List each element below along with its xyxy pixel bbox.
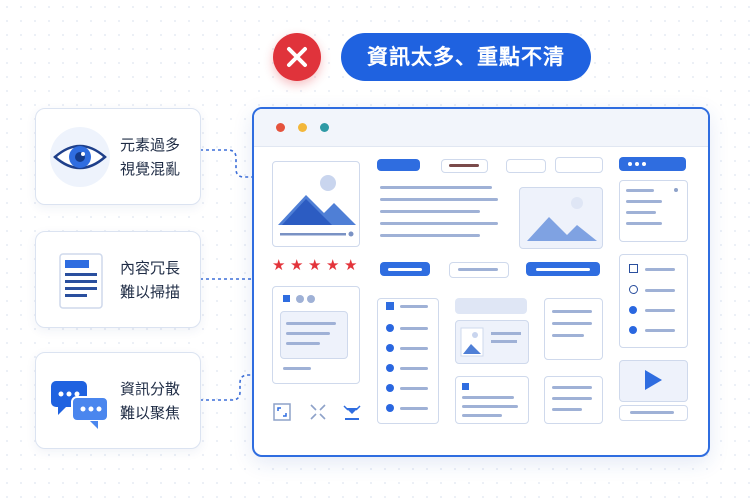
- button-label-line: [458, 268, 498, 271]
- text-line: [380, 186, 492, 189]
- outline-pill: [506, 159, 546, 173]
- close-icon: [287, 47, 307, 67]
- text-line: [630, 411, 674, 414]
- expand-icon: [273, 403, 291, 421]
- primary-pill: [377, 159, 420, 171]
- text-line: [552, 408, 582, 411]
- list-bullet-icon: [386, 344, 394, 352]
- text-line: [552, 322, 592, 325]
- section-header: [455, 298, 527, 314]
- play-icon: [645, 370, 662, 390]
- list-bullet-icon: [386, 364, 394, 372]
- feature-card-scattered: 資訊分散 難以聚焦: [35, 352, 201, 449]
- feature-label-line2: 難以聚焦: [120, 404, 181, 422]
- list-panel: [377, 298, 439, 424]
- radio-selected-icon: [629, 306, 637, 314]
- feature-label-line2: 視覺混亂: [120, 160, 181, 178]
- feature-label-line2: 難以掃描: [120, 283, 181, 301]
- dot-icon: [674, 188, 678, 192]
- window-titlebar: [254, 109, 708, 147]
- image-card: [272, 161, 360, 247]
- button-label-line: [536, 268, 590, 271]
- text-line: [552, 310, 592, 313]
- feature-card-clutter: 元素過多 視覺混亂: [35, 108, 201, 205]
- text-line: [645, 329, 675, 332]
- minimize-dot-icon: [298, 123, 307, 132]
- menu-bar: [619, 157, 686, 171]
- text-line: [552, 386, 592, 389]
- image-placeholder-icon: [278, 175, 356, 237]
- text-line: [400, 407, 428, 410]
- text-line: [400, 347, 428, 350]
- radio-selected-icon: [629, 326, 637, 334]
- text-line: [626, 200, 662, 203]
- page-title: 資訊太多、重點不清: [341, 33, 591, 81]
- text-line: [449, 164, 479, 167]
- star-icon: ★: [290, 256, 304, 274]
- text-line: [380, 222, 498, 225]
- square-bullet-icon: [386, 302, 394, 310]
- square-bullet-icon: [283, 295, 290, 302]
- star-icon: ★: [272, 256, 286, 274]
- feature-label-line1: 資訊分散: [120, 380, 181, 398]
- dot-icon: [635, 162, 639, 166]
- text-line: [380, 198, 498, 201]
- list-bullet-icon: [386, 384, 394, 392]
- text-line: [462, 414, 502, 417]
- star-icon: ★: [344, 256, 358, 274]
- list-bullet-icon: [386, 324, 394, 332]
- text-card: [544, 376, 603, 424]
- eye-icon: [50, 127, 110, 187]
- dot-icon: [628, 162, 632, 166]
- text-line: [626, 189, 654, 192]
- text-line: [380, 234, 480, 237]
- search-bar: [555, 157, 603, 173]
- text-line: [380, 210, 480, 213]
- text-line: [626, 222, 662, 225]
- dot-icon: [642, 162, 646, 166]
- image-placeholder-icon: [460, 327, 521, 357]
- text-line: [286, 322, 336, 325]
- text-line: [462, 396, 514, 399]
- collapse-icon: [310, 404, 326, 420]
- chat-bubbles-icon: [51, 381, 109, 429]
- text-line: [283, 367, 311, 370]
- text-line: [645, 268, 675, 271]
- feature-label-line1: 元素過多: [120, 136, 181, 154]
- inner-panel: [280, 311, 348, 359]
- text-line: [645, 309, 675, 312]
- dot-icon: [307, 295, 315, 303]
- square-bullet-icon: [462, 383, 469, 390]
- text-line: [400, 327, 428, 330]
- star-icon: ★: [308, 256, 322, 274]
- radio-icon: [629, 285, 638, 294]
- text-line: [400, 305, 428, 308]
- dot-icon: [296, 295, 304, 303]
- error-badge: [273, 33, 321, 81]
- document-icon: [59, 253, 103, 309]
- text-line: [552, 397, 592, 400]
- text-line: [645, 289, 675, 292]
- list-bullet-icon: [386, 404, 394, 412]
- download-icon: [343, 405, 361, 420]
- text-card: [544, 298, 603, 360]
- button-label-line: [388, 268, 422, 271]
- feature-card-lengthy: 內容冗長 難以掃描: [35, 231, 201, 328]
- text-line: [286, 342, 320, 345]
- text-line: [462, 405, 518, 408]
- text-line: [552, 334, 584, 337]
- close-dot-icon: [276, 123, 285, 132]
- maximize-dot-icon: [320, 123, 329, 132]
- star-icon: ★: [326, 256, 340, 274]
- checkbox-icon: [629, 264, 638, 273]
- text-line: [286, 332, 330, 335]
- text-line: [400, 387, 428, 390]
- feature-label-line1: 內容冗長: [120, 259, 181, 277]
- text-line: [626, 211, 656, 214]
- text-line: [400, 367, 428, 370]
- image-placeholder-icon: [527, 197, 597, 241]
